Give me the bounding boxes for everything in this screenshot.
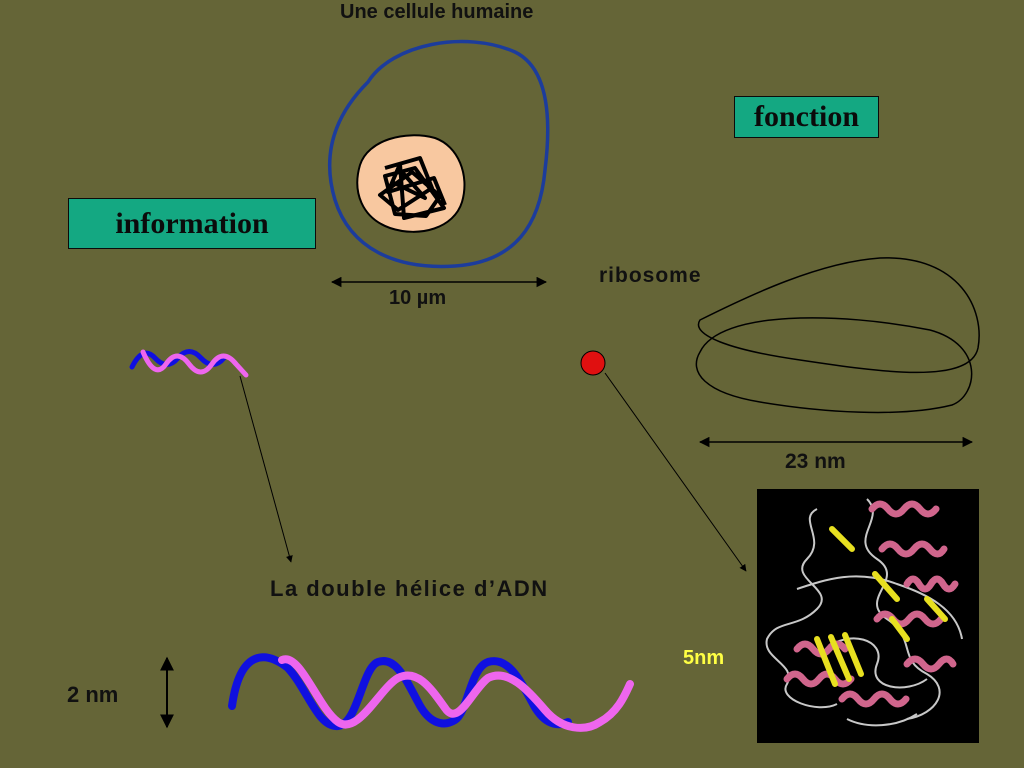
dna-zoom-arrow [239,375,293,563]
dna-title: La double hélice d’ADN [270,576,549,601]
information-label: information [115,206,269,240]
ribosome-zoom-arrow [604,372,747,572]
fonction-label-box: fonction [734,96,879,138]
cell-size-label: 10 µm [389,287,447,309]
ribosome-label: ribosome [599,264,702,287]
dna-size-label: 2 nm [67,682,119,707]
cell-membrane [328,39,550,269]
protein-ribbon [765,498,963,727]
ribosome-dot [580,350,606,376]
cell-title: Une cellule humaine [340,1,534,23]
protein-size-label: 5nm [683,647,725,669]
fonction-label: fonction [754,100,859,133]
chromatin-scribble [378,156,447,220]
information-label-box: information [68,198,316,249]
large-dna-helix [228,653,634,732]
ribosome-size-label: 23 nm [785,450,846,473]
ribosome-outline [695,257,980,414]
protein-structure-image [757,489,979,743]
small-dna-helix [129,349,249,378]
